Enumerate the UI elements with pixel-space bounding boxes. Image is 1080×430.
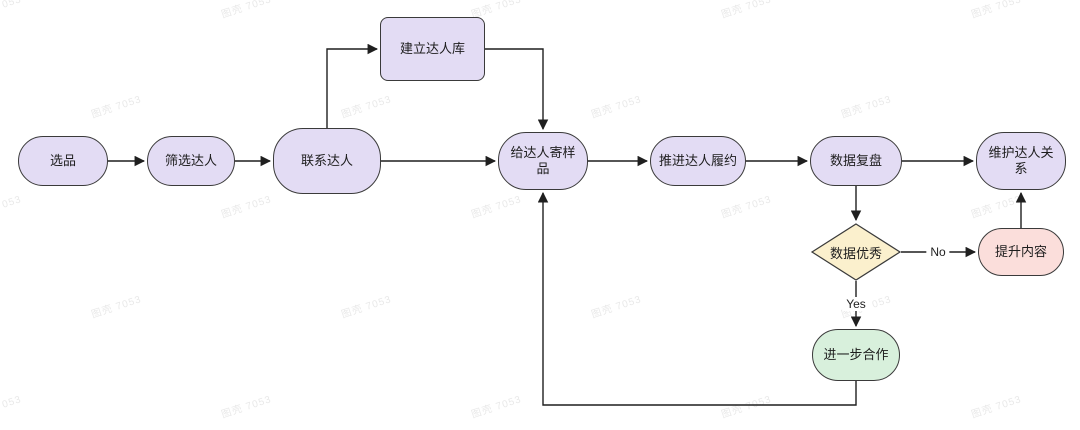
node-build-influencer-db: 建立达人库 (380, 17, 485, 81)
node-push-fulfillment: 推进达人履约 (650, 136, 746, 186)
node-data-excellent: 数据优秀 (810, 223, 902, 281)
edge-label-no: No (926, 245, 950, 259)
node-select-product: 选品 (18, 136, 108, 186)
node-screen-influencers: 筛选达人 (147, 136, 235, 186)
node-maintain-relations: 维护达人关系 (976, 132, 1066, 190)
connector-contact-to-database (326, 43, 379, 128)
node-send-samples: 给达人寄样品 (498, 132, 588, 190)
node-further-cooperation: 进一步合作 (812, 329, 900, 381)
edge-label-yes: Yes (842, 297, 870, 311)
node-improve-content: 提升内容 (978, 228, 1064, 276)
diamond-shape (810, 223, 902, 281)
node-contact-influencers: 联系达人 (273, 128, 381, 194)
connector-cooperation-loop-to-samples (537, 191, 857, 406)
connector-database-to-samples (485, 48, 549, 131)
node-data-excellent-label: 数据优秀 (829, 245, 882, 261)
node-data-review: 数据复盘 (810, 136, 902, 186)
